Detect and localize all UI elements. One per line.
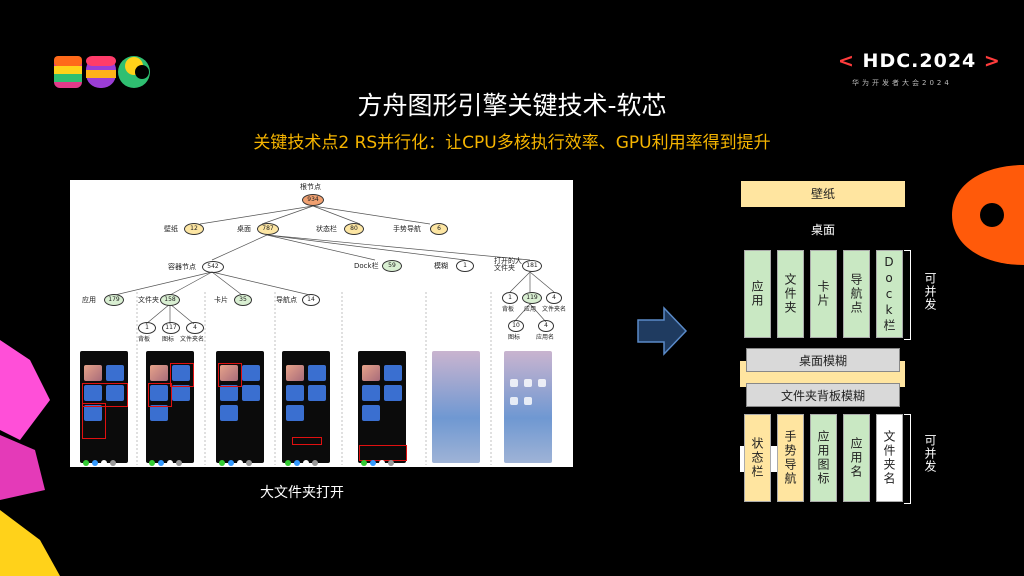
- layer-navdots: 导航点: [843, 250, 870, 338]
- phone-screenshot-folder: [146, 351, 194, 466]
- tree-node-value: 4: [538, 320, 554, 332]
- tree-root-value: 934: [302, 194, 324, 206]
- tree-node-value: 158: [160, 294, 180, 306]
- decor-left-shapes: [0, 340, 60, 576]
- layer-cards: 卡片: [810, 250, 837, 338]
- layer-gesture-nav: 手势导航: [777, 414, 804, 502]
- tree-node-value: 1: [456, 260, 474, 272]
- layer-desktop-label: 桌面: [810, 223, 835, 237]
- tree-node-value: 1: [502, 292, 518, 304]
- concurrent-label-2: 可并发: [923, 434, 937, 473]
- phone-screenshot-bigfolder: [504, 351, 552, 463]
- slide-subtitle: 关键技术点2 RS并行化：让CPU多核执行效率、GPU利用率得到提升: [253, 133, 771, 153]
- tree-node-label: 背板: [138, 336, 151, 343]
- hdc-subtitle: 华为开发者大会2024: [852, 79, 952, 87]
- tree-node-value: 10: [508, 320, 524, 332]
- layer-dock: Dock栏: [876, 250, 903, 338]
- tree-node-value: 542: [202, 261, 224, 273]
- tree-node-value: 59: [382, 260, 402, 272]
- tree-node-value: 35: [234, 294, 252, 306]
- tree-node-label: 文件夹: [138, 296, 159, 304]
- decor-right-shape: [952, 165, 1024, 265]
- phone-screenshot-dock: [358, 351, 407, 466]
- tree-node-value: 4: [546, 292, 562, 304]
- tree-node-value: 119: [522, 292, 542, 304]
- phone-screenshot-blur: [432, 351, 480, 463]
- figure-caption: 大文件夹打开: [260, 485, 344, 501]
- tree-root-label: 根节点: [300, 183, 321, 191]
- tree-node-label: 导航点: [276, 296, 297, 304]
- tree-node-label: 图标: [162, 336, 175, 343]
- tree-node-label: 应用: [82, 296, 96, 304]
- layer-app-icons: 应用图标: [810, 414, 837, 502]
- tree-node-value: 117: [162, 322, 180, 334]
- slide-title: 方舟图形引擎关键技术-软芯: [357, 91, 667, 120]
- tree-node-value: 12: [184, 223, 204, 235]
- tree-node-label: 手势导航: [393, 225, 421, 233]
- hdc-logo: [54, 56, 150, 88]
- tree-node-value: 6: [430, 223, 448, 235]
- bracket-concurrent-1: [904, 250, 911, 340]
- tree-node-label: 文件夹名: [180, 336, 205, 343]
- render-tree-figure: 根节点 934 壁纸 12 桌面 787 状态栏 80 手势导航 6 容器节点 …: [70, 180, 573, 467]
- tree-node-label: 应用名: [536, 334, 555, 341]
- tree-node-value: 1: [138, 322, 156, 334]
- layer-apps: 应用: [744, 250, 771, 338]
- tree-node-value: 179: [104, 294, 124, 306]
- phone-screenshot-card: [216, 351, 264, 466]
- phone-screenshot-apps: [80, 351, 128, 466]
- tree-node-label: 图标: [508, 334, 521, 341]
- tree-node-label: 卡片: [214, 296, 228, 304]
- layer-folder-blur: 文件夹背板模糊: [746, 383, 900, 407]
- tree-node-label: 壁纸: [164, 225, 178, 233]
- phone-screenshot-navdots: [282, 351, 330, 466]
- tree-node-value: 181: [522, 260, 542, 272]
- layer-desktop-blur: 桌面模糊: [746, 348, 900, 372]
- tree-node-label: 容器节点: [168, 263, 196, 271]
- tree-node-value: 4: [186, 322, 204, 334]
- concurrent-label-1: 可并发: [923, 272, 937, 311]
- tree-node-value: 14: [302, 294, 320, 306]
- tree-node-label: 状态栏: [316, 225, 337, 233]
- tree-node-label: 背板: [502, 306, 515, 313]
- layer-app-names: 应用名: [843, 414, 870, 502]
- layer-statusbar: 状态栏: [744, 414, 771, 502]
- right-arrow-icon: [637, 306, 688, 356]
- tree-node-label: 打开的大文件夹: [494, 257, 522, 272]
- tree-node-label: 文件夹名: [542, 306, 567, 313]
- layer-folder-names: 文件夹名: [876, 414, 903, 502]
- tree-node-label: 应用: [524, 306, 537, 313]
- bracket-concurrent-2: [904, 414, 911, 504]
- hdc-2024-badge: < HDC.2024 >: [838, 50, 1001, 72]
- tree-node-value: 787: [257, 223, 279, 235]
- tree-node-label: 桌面: [237, 225, 251, 233]
- layer-wallpaper: 壁纸: [741, 181, 905, 207]
- tree-connectors: [114, 205, 555, 465]
- layer-folders: 文件夹: [777, 250, 804, 338]
- tree-node-label: 模糊: [434, 262, 448, 270]
- tree-node-value: 80: [344, 223, 364, 235]
- tree-node-label: Dock栏: [354, 262, 379, 270]
